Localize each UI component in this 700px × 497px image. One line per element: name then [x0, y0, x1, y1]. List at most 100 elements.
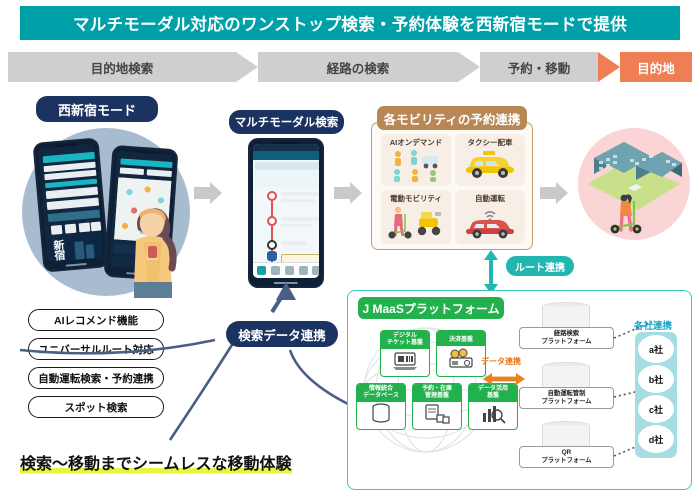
capability-card-info-db[interactable]: 情報統合 データベース — [356, 383, 406, 430]
partner-d-label: d社 — [648, 434, 664, 445]
scooter-icon — [388, 206, 441, 239]
feature-pill-3-label: 自動運転検索・予約連携 — [38, 372, 154, 385]
jmaas-title: J MaaSプラットフォーム — [358, 297, 504, 319]
mobility-card-emobility[interactable]: 電動モビリティ — [381, 190, 451, 244]
cap5-line1: データ活用 — [477, 386, 508, 392]
mobility-card-taxi[interactable]: タクシー配車 — [455, 134, 525, 186]
cap1-line1: デジタル — [393, 333, 417, 339]
payment-icon — [449, 348, 473, 368]
route-link-badge: ルート連携 — [506, 256, 574, 276]
partner-c-label: c社 — [648, 404, 663, 415]
capability-card-2-header: 決済基盤 — [437, 331, 485, 346]
feature-pill-1-label: AIレコメンド機能 — [54, 314, 138, 327]
header-banner: マルチモーダル対応のワンストップ検索・予約体験を西新宿モードで提供 — [20, 6, 680, 40]
mobility-card-2-label: タクシー配車 — [467, 138, 513, 147]
people-demand-icon — [394, 150, 438, 182]
partner-chip-a[interactable]: a社 — [638, 335, 674, 363]
capability-card-data-utilization[interactable]: データ活用 基盤 — [468, 383, 518, 430]
capability-card-4-header: 予約・在庫 管理基盤 — [413, 384, 461, 402]
platform-label-route-search[interactable]: 経路検索 プラットフォーム — [519, 327, 614, 349]
search-data-badge: 検索データ連携 — [226, 321, 338, 347]
mobility-title-label: 各モビリティの予約連携 — [383, 112, 521, 127]
platform-2-line1: 自動運転管制 — [547, 390, 586, 398]
partner-chip-b[interactable]: b社 — [638, 365, 674, 393]
capability-card-digital-ticket[interactable]: デジタル チケット基盤 — [380, 330, 430, 377]
capability-card-inventory[interactable]: 予約・在庫 管理基盤 — [412, 383, 462, 430]
analytics-icon — [483, 405, 506, 424]
mobility-box-title: 各モビリティの予約連携 — [377, 106, 527, 130]
mobility-card-ai-ondemand[interactable]: AIオンデマンド — [381, 134, 451, 186]
cap2-line1: 決済基盤 — [448, 337, 473, 343]
route-link-label: ルート連携 — [515, 262, 565, 274]
cap4-line2: 管理基盤 — [424, 392, 449, 399]
search-data-label: 検索データ連携 — [238, 328, 326, 343]
partners-title-label: 各社連携 — [634, 321, 673, 332]
process-step-bar: 目的地検索 経路の検索 予約・移動 目的地 — [8, 52, 692, 82]
person-illustration-left — [134, 208, 177, 298]
step-4-label: 目的地 — [637, 61, 675, 76]
inventory-icon — [425, 404, 450, 424]
step-3[interactable]: 予約・移動 — [480, 52, 598, 82]
arrow-stage3-to-destination — [540, 182, 568, 204]
autonomous-car-icon — [466, 211, 514, 239]
capability-card-5-header: データ活用 基盤 — [469, 384, 517, 402]
ticket-icon — [393, 352, 417, 370]
header-title: マルチモーダル対応のワンストップ検索・予約体験を西新宿モードで提供 — [72, 16, 628, 34]
step-3-label: 予約・移動 — [507, 61, 571, 76]
feature-pill-spot-search[interactable]: スポット検索 — [28, 396, 164, 418]
jmaas-title-label: J MaaSプラットフォーム — [362, 301, 500, 316]
cap1-line2: チケット基盤 — [386, 339, 423, 346]
step-1[interactable]: 目的地検索 — [8, 52, 236, 82]
cap3-line2: データベース — [363, 392, 399, 399]
step-chevron-2 — [458, 52, 480, 82]
platform-1-line1: 経路検索 — [553, 330, 580, 338]
step-chevron-1 — [236, 52, 258, 82]
mobility-card-4-label: 自動運転 — [475, 194, 505, 203]
partners-title: 各社連携 — [634, 318, 672, 332]
partner-chip-c[interactable]: c社 — [638, 395, 674, 423]
mobility-card-1-label: AIオンデマンド — [389, 138, 443, 147]
phone-screen-route — [253, 144, 319, 278]
stage1-badge: 西新宿モード — [36, 96, 158, 122]
platform-3-line1: QR — [561, 449, 572, 457]
platform-label-autonomous-control[interactable]: 自動運転管制 プラットフォーム — [519, 387, 614, 409]
platform-3-line2: プラットフォーム — [541, 457, 592, 464]
feature-pill-ai-recommend[interactable]: AIレコメンド機能 — [28, 309, 164, 331]
search-data-connector-lines — [19, 282, 351, 441]
database-icon — [372, 403, 390, 423]
feature-pill-autonomous-booking[interactable]: 自動運転検索・予約連携 — [28, 367, 164, 389]
partner-b-label: b社 — [648, 374, 664, 385]
platform-label-qr[interactable]: QR プラットフォーム — [519, 446, 614, 468]
cap3-line1: 情報統合 — [368, 386, 393, 392]
step-chevron-3 — [598, 52, 620, 82]
partner-chip-d[interactable]: d社 — [638, 425, 674, 453]
tagline: 検索～移動までシームレスな移動体験 — [20, 450, 292, 475]
taxi-icon — [466, 151, 514, 178]
capability-card-payment[interactable]: 決済基盤 — [436, 330, 486, 377]
arrow-stage2-to-stage3 — [334, 182, 362, 204]
stage2-badge: マルチモーダル検索 — [229, 110, 344, 134]
step-2-label: 経路の検索 — [326, 61, 390, 76]
stage1-badge-label: 西新宿モード — [57, 102, 136, 118]
cap4-line1: 予約・在庫 — [421, 386, 452, 392]
stage2-badge-label: マルチモーダル検索 — [234, 117, 339, 129]
tagline-label: 検索～移動までシームレスな移動体験 — [20, 456, 292, 473]
platform-2-line2: プラットフォーム — [541, 398, 592, 405]
arrow-stage1-to-stage2 — [194, 182, 222, 204]
mobility-card-3-label: 電動モビリティ — [389, 194, 443, 203]
capability-card-3-header: 情報統合 データベース — [357, 384, 405, 402]
feature-pill-4-label: スポット検索 — [64, 401, 128, 414]
partner-a-label: a社 — [648, 344, 663, 355]
cap5-line2: 基盤 — [486, 392, 499, 399]
data-link-arrow — [483, 373, 525, 385]
step-2[interactable]: 経路の検索 — [258, 52, 458, 82]
capability-card-1-header: デジタル チケット基盤 — [381, 331, 429, 349]
data-link-label-wrap: データ連携 — [481, 356, 521, 367]
platform-1-line2: プラットフォーム — [541, 338, 592, 345]
destination-building-illustration — [588, 142, 682, 234]
step-4[interactable]: 目的地 — [620, 52, 692, 82]
data-link-label: データ連携 — [481, 357, 521, 366]
step-1-label: 目的地検索 — [90, 61, 154, 76]
mobility-card-autonomous[interactable]: 自動運転 — [455, 190, 525, 244]
